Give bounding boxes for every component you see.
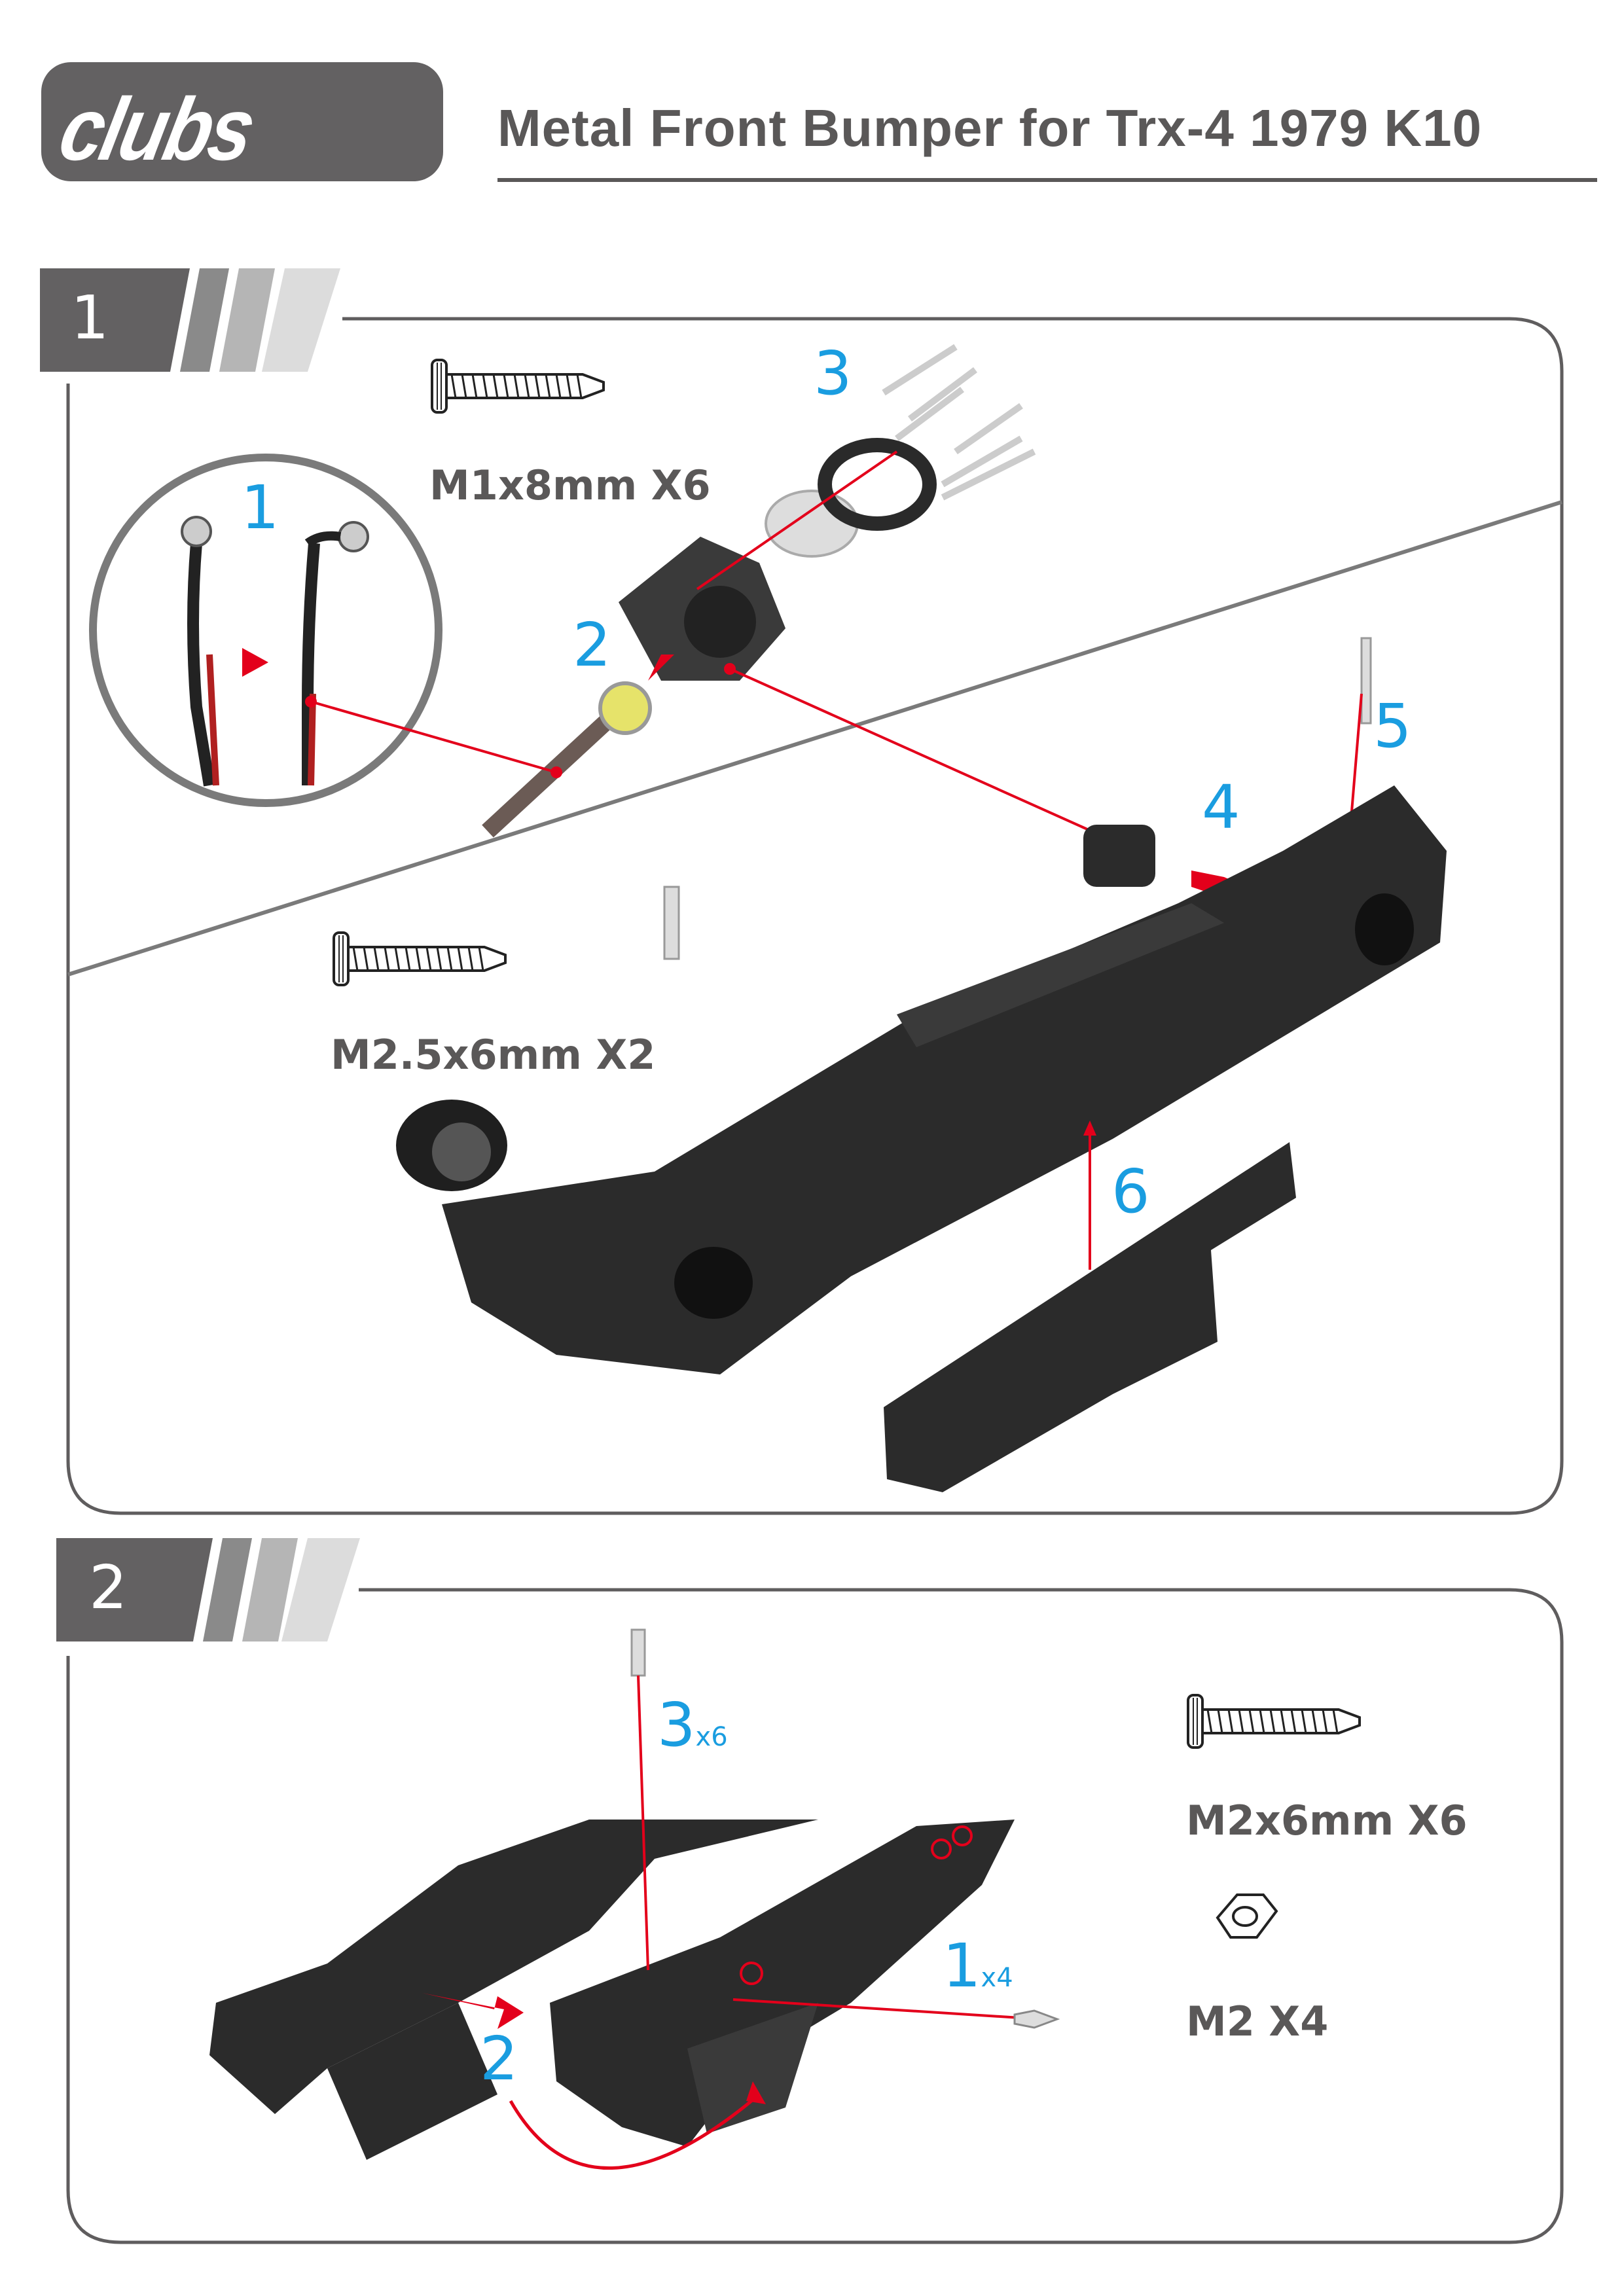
bumper-part [396, 785, 1447, 1374]
callout-number: 3 [814, 338, 852, 408]
bumper-frame-right [550, 1820, 1015, 2147]
step-number: 2 [89, 1552, 128, 1623]
skid-plate [884, 1142, 1296, 1492]
callout-number: 1 [241, 473, 280, 543]
part-label: M2x6mm X6 [1186, 1797, 1468, 1844]
light-housing [619, 344, 1107, 839]
title-underline [497, 178, 1597, 182]
callout-number: 6 [1111, 1157, 1150, 1227]
step-1-badge [40, 268, 340, 372]
page-title: Metal Front Bumper for Trx-4 1979 K10 [497, 99, 1483, 157]
part-label: M2 X4 [1186, 1998, 1329, 2045]
wire-inset [89, 454, 442, 807]
tapping-screw-icon [1187, 1694, 1361, 1749]
callout-number: 3x6 [657, 1690, 728, 1760]
light-housing-small [1083, 825, 1155, 887]
callout-number: 1x4 [943, 1931, 1013, 2001]
brand-logo [41, 62, 443, 181]
step-number: 1 [71, 283, 109, 353]
part-label: M2.5x6mm X2 [331, 1031, 656, 1079]
callout-number: 2 [573, 610, 611, 680]
hex-nut-icon [1216, 1893, 1278, 1939]
step-2-panel [66, 1588, 1564, 2244]
step-2-badge [56, 1538, 360, 1641]
part-label: M1x8mm X6 [429, 461, 711, 509]
callout-number: 2 [480, 2024, 518, 2094]
callout-number: 4 [1202, 772, 1240, 842]
brand-logo-text: clubs [51, 80, 262, 179]
tapping-screw-icon [333, 931, 507, 986]
callout-number: 5 [1373, 691, 1412, 761]
divider-line [67, 500, 1562, 977]
step-1-panel [66, 317, 1564, 1515]
bumper-frame-left [209, 1820, 818, 2160]
tapping-screw-icon [431, 359, 605, 414]
